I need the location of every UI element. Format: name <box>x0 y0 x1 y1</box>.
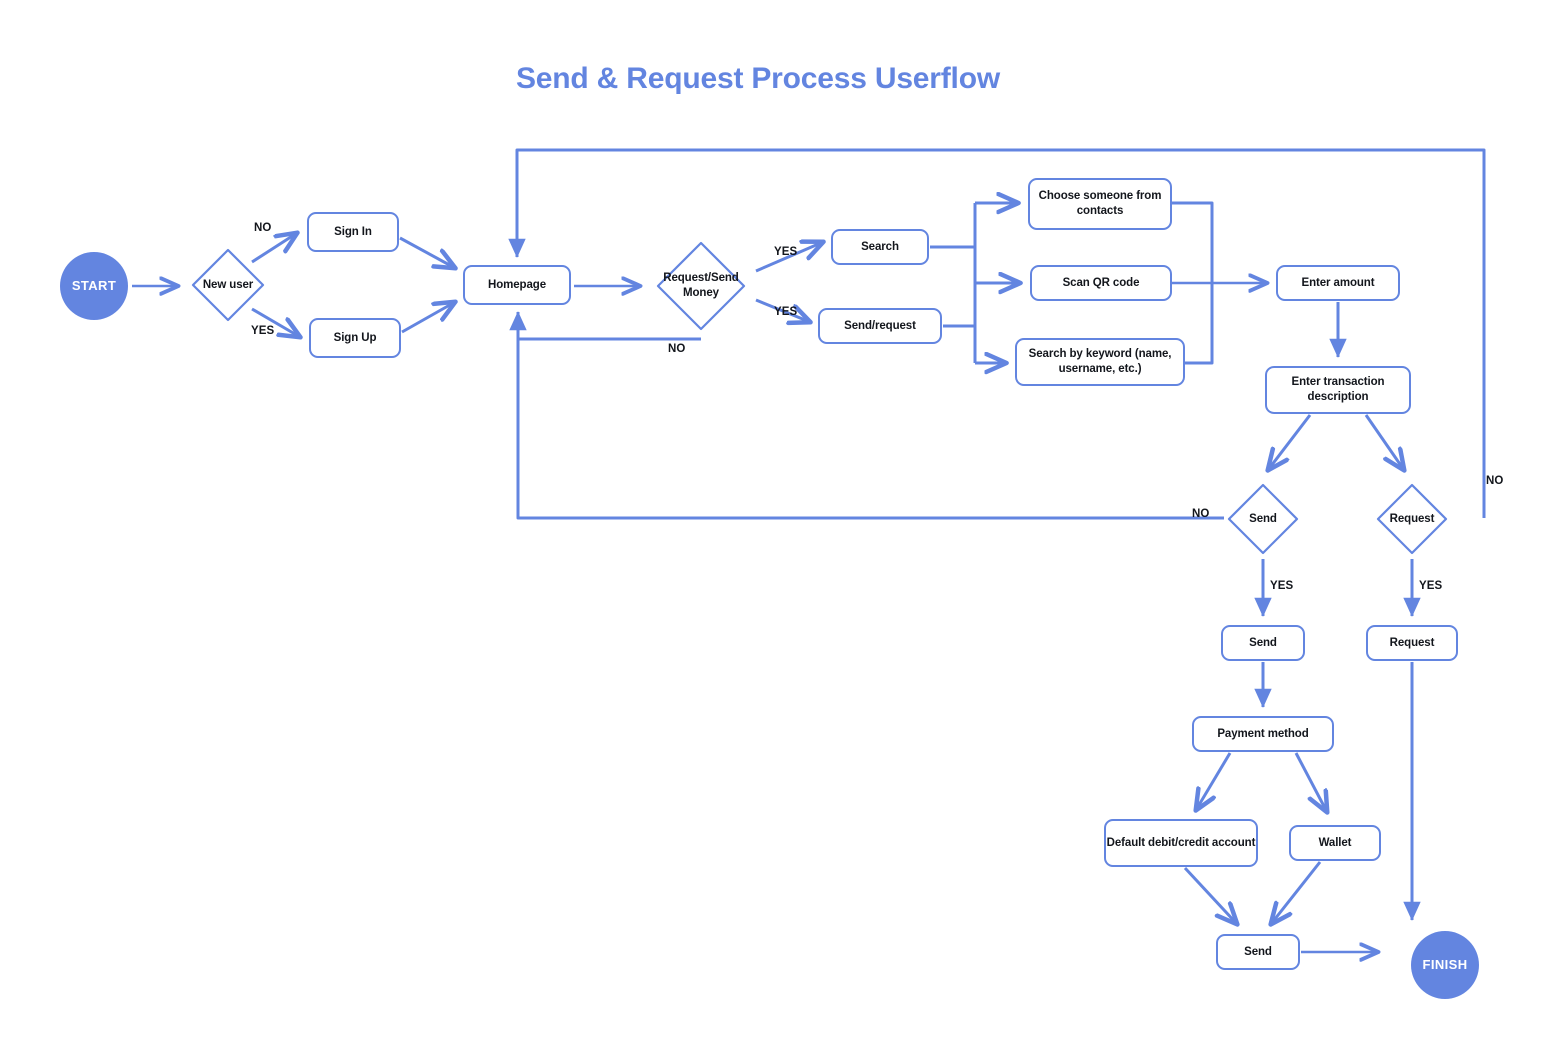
edge-debit-sendfinal <box>1183 866 1237 924</box>
edge-payment-wallet <box>1294 752 1327 812</box>
node-label: Send/request <box>844 319 916 332</box>
node-default-debit-credit-account[interactable]: Default debit/credit account <box>1104 819 1258 867</box>
node-label: Send <box>1244 945 1272 958</box>
node-label: Enter amount <box>1301 276 1375 289</box>
node-request-action[interactable]: Request <box>1366 625 1458 661</box>
node-label: Send <box>1249 512 1277 525</box>
edge-label-yes-send-request: YES <box>774 306 798 318</box>
node-search-by-keyword[interactable]: Search by keyword (name, username, etc.) <box>1015 338 1185 386</box>
node-label: Search by keyword (name, username, etc.) <box>1028 348 1172 375</box>
edge-label-no-request-decision: NO <box>1486 475 1504 487</box>
node-start[interactable]: START <box>60 252 128 320</box>
edge-payment-debit <box>1196 752 1232 810</box>
node-label: Send <box>1249 636 1277 649</box>
node-label: Search <box>861 240 899 253</box>
node-label: Enter transaction description <box>1291 376 1385 403</box>
node-sign-in[interactable]: Sign In <box>307 212 399 252</box>
diamond-shape <box>656 241 746 331</box>
node-label: Scan QR code <box>1062 276 1140 289</box>
node-label: FINISH <box>1422 956 1468 972</box>
edge-label-yes-search: YES <box>774 246 798 258</box>
node-label: START <box>71 277 117 293</box>
node-send-final[interactable]: Send <box>1216 934 1300 970</box>
node-send-action[interactable]: Send <box>1221 625 1305 661</box>
node-label: Wallet <box>1318 836 1352 849</box>
node-finish[interactable]: FINISH <box>1411 931 1479 999</box>
node-enter-transaction-description[interactable]: Enter transaction description <box>1265 366 1411 414</box>
node-label: Request <box>1389 512 1435 525</box>
node-label: Request/Send Money <box>663 272 739 299</box>
node-request-decision[interactable]: Request <box>1373 480 1451 558</box>
node-scan-qr-code[interactable]: Scan QR code <box>1030 265 1172 301</box>
edge-description-request <box>1364 414 1404 470</box>
edge-keyword-collector <box>1185 283 1214 365</box>
node-enter-amount[interactable]: Enter amount <box>1276 265 1400 301</box>
node-send-request[interactable]: Send/request <box>818 308 942 344</box>
edge-wallet-sendfinal <box>1271 861 1322 924</box>
node-request-send-money[interactable]: Request/Send Money <box>653 238 749 334</box>
node-label: New user <box>202 278 254 291</box>
node-sign-up[interactable]: Sign Up <box>309 318 401 358</box>
node-payment-method[interactable]: Payment method <box>1192 716 1334 752</box>
edge-request-no-loop <box>508 148 1486 518</box>
diamond-shape <box>191 248 265 322</box>
edge-label-yes-new-user: YES <box>251 325 275 337</box>
node-label: Choose someone from contacts <box>1038 190 1162 217</box>
node-label: Default debit/credit account <box>1106 836 1256 849</box>
node-choose-from-contacts[interactable]: Choose someone from contacts <box>1028 178 1172 230</box>
edge-label-no-new-user: NO <box>254 222 272 234</box>
node-label: Homepage <box>488 278 546 291</box>
edge-label-yes-send-decision: YES <box>1270 580 1294 592</box>
edge-search-bus <box>930 203 977 249</box>
edge-description-send <box>1268 414 1312 470</box>
diamond-shape <box>1227 483 1299 555</box>
edge-label-yes-request-decision: YES <box>1419 580 1443 592</box>
edge-signin-homepage <box>399 236 455 268</box>
node-search[interactable]: Search <box>831 229 929 265</box>
edge-signup-homepage <box>401 302 455 334</box>
node-homepage[interactable]: Homepage <box>463 265 571 305</box>
node-label: Sign Up <box>333 331 377 344</box>
node-wallet[interactable]: Wallet <box>1289 825 1381 861</box>
node-new-user[interactable]: New user <box>188 245 268 325</box>
edge-label-no-request-send: NO <box>668 343 686 355</box>
edge-contacts-collector <box>1172 201 1214 283</box>
node-label: Payment method <box>1217 727 1309 740</box>
node-label: Sign In <box>334 225 372 238</box>
node-send-decision[interactable]: Send <box>1224 480 1302 558</box>
page-title: Send & Request Process Userflow <box>516 62 1000 95</box>
edge-label-no-send-decision: NO <box>1192 508 1210 520</box>
diamond-shape <box>1376 483 1448 555</box>
node-label: Request <box>1389 636 1435 649</box>
